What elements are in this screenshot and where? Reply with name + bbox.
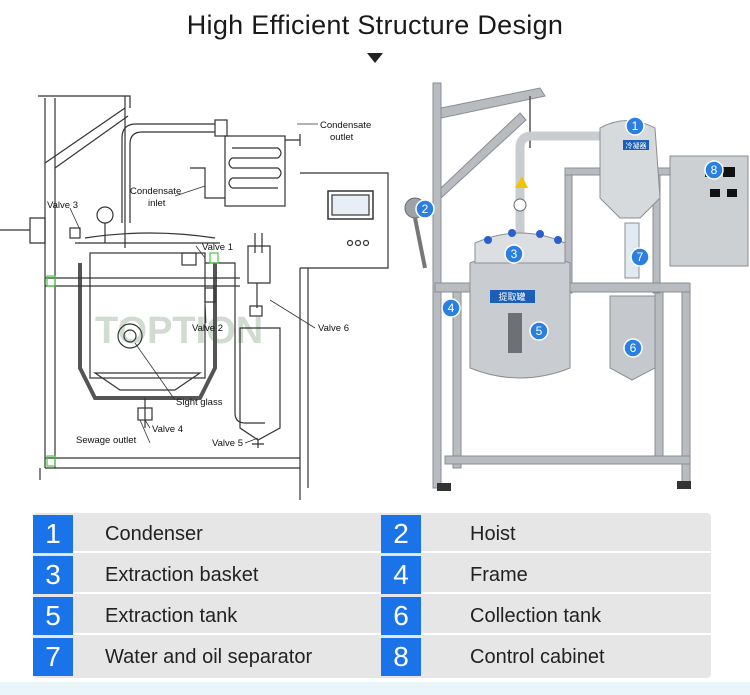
diagram-leaders — [69, 123, 318, 444]
badge-8: 8 — [704, 160, 724, 180]
label-condensate-inlet-2: inlet — [148, 198, 166, 209]
line-diagram: TOPTION — [0, 95, 389, 500]
down-arrow-icon — [367, 53, 383, 63]
table-row: 1 Condenser 2 Hoist — [33, 513, 711, 553]
part-number: 8 — [381, 638, 421, 676]
label-valve-1: Valve 1 — [202, 242, 233, 253]
watermark-text: TOPTION — [95, 310, 263, 352]
label-condensate-inlet-1: Condensate — [130, 186, 181, 197]
part-number: 3 — [33, 556, 73, 594]
label-sight-glass: Sight glass — [176, 397, 223, 408]
bottom-divider — [0, 682, 750, 695]
table-row: 7 Water and oil separator 8 Control cabi… — [33, 636, 711, 676]
equipment-photo: 冷凝器 提取罐 — [404, 82, 749, 491]
label-valve-6: Valve 6 — [318, 323, 349, 334]
structure-illustration: TOPTION — [0, 82, 749, 500]
svg-text:6: 6 — [630, 341, 637, 355]
diagram-labels: Condensate outlet Condensate inlet Valve… — [47, 120, 371, 449]
page-title: High Efficient Structure Design — [186, 10, 564, 40]
badge-4: 4 — [441, 298, 461, 318]
part-name: Frame — [470, 564, 528, 586]
label-condensate-outlet-2: outlet — [330, 132, 354, 143]
label-valve-5: Valve 5 — [212, 438, 243, 449]
badge-6: 6 — [623, 338, 643, 358]
part-name: Extraction basket — [105, 564, 259, 586]
svg-text:8: 8 — [711, 163, 718, 177]
part-number: 4 — [381, 556, 421, 594]
tank-sign: 提取罐 — [498, 291, 525, 302]
parts-table: 1 Condenser 2 Hoist 3 Extraction basket … — [33, 513, 711, 678]
badge-1: 1 — [625, 116, 645, 136]
photo-number-badges: 1 2 3 4 5 6 7 8 — [415, 116, 724, 358]
svg-text:3: 3 — [511, 247, 518, 261]
label-sewage-outlet: Sewage outlet — [76, 435, 137, 446]
condenser-sign: 冷凝器 — [626, 141, 647, 150]
table-row: 5 Extraction tank 6 Collection tank — [33, 595, 711, 635]
table-row: 3 Extraction basket 4 Frame — [33, 554, 711, 594]
part-number: 5 — [33, 597, 73, 635]
label-valve-3: Valve 3 — [47, 200, 78, 211]
svg-text:1: 1 — [632, 119, 639, 133]
part-number: 7 — [33, 638, 73, 676]
svg-text:5: 5 — [536, 324, 543, 338]
part-name: Hoist — [470, 523, 516, 545]
part-number: 2 — [381, 515, 421, 553]
badge-3: 3 — [504, 244, 524, 264]
svg-text:4: 4 — [448, 301, 455, 315]
part-name: Condenser — [105, 523, 203, 545]
part-number: 6 — [381, 597, 421, 635]
svg-text:2: 2 — [422, 202, 429, 216]
badge-5: 5 — [529, 321, 549, 341]
badge-2: 2 — [415, 199, 435, 219]
part-name: Control cabinet — [470, 646, 605, 668]
part-name: Water and oil separator — [105, 646, 313, 668]
label-valve-4: Valve 4 — [152, 424, 183, 435]
part-name: Collection tank — [470, 605, 602, 627]
part-number: 1 — [33, 515, 73, 553]
svg-text:7: 7 — [637, 250, 644, 264]
part-name: Extraction tank — [105, 605, 238, 627]
label-condensate-outlet-1: Condensate — [320, 120, 371, 131]
label-valve-2: Valve 2 — [192, 323, 223, 334]
structure-figure: TOPTION — [0, 68, 750, 508]
badge-7: 7 — [630, 247, 650, 267]
